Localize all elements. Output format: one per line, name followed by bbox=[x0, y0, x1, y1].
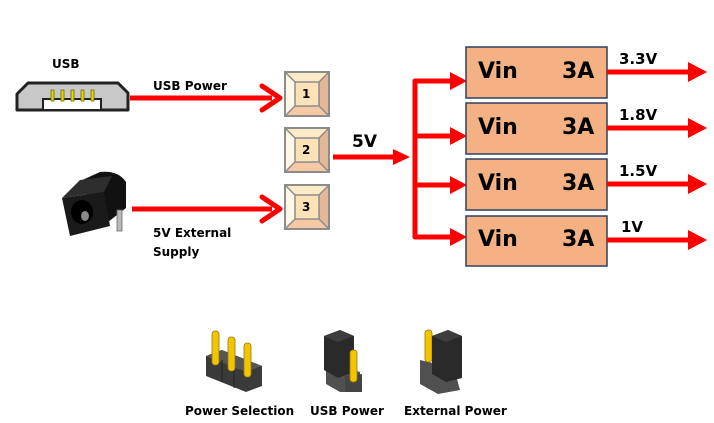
three-pin-header-icon bbox=[206, 330, 262, 392]
regulator-vin-label: Vin bbox=[478, 171, 518, 196]
external-power-arrow bbox=[132, 194, 283, 224]
bus-arrowheads bbox=[450, 72, 467, 246]
output-arrows bbox=[607, 62, 707, 250]
output-voltage-label: 1V bbox=[621, 218, 644, 236]
jumper-pins-2-3-icon bbox=[420, 329, 462, 394]
legend-usb-power-label: USB Power bbox=[310, 404, 384, 418]
usb-power-arrow bbox=[130, 83, 283, 113]
external-supply-label-line2: Supply bbox=[153, 245, 200, 259]
regulator-box bbox=[465, 215, 608, 267]
usb-title: USB bbox=[52, 57, 80, 71]
dc-barrel-jack-icon bbox=[62, 171, 126, 236]
regulators bbox=[465, 46, 608, 267]
legend-power-selection-label: Power Selection bbox=[185, 404, 295, 418]
regulator-current-label: 3A bbox=[562, 171, 595, 196]
regulator-box bbox=[465, 158, 608, 211]
regulator-box bbox=[465, 46, 608, 99]
jumper-pin-2-label: 2 bbox=[302, 143, 311, 157]
regulator-vin-label: Vin bbox=[478, 59, 518, 84]
output-voltage-label: 1.5V bbox=[619, 162, 658, 180]
bus-voltage-label: 5V bbox=[352, 132, 377, 152]
regulator-box bbox=[465, 102, 608, 155]
regulator-current-label: 3A bbox=[562, 59, 595, 84]
external-supply-label-line1: 5V External bbox=[153, 226, 232, 240]
regulator-vin-label: Vin bbox=[478, 227, 518, 252]
legend-external-power-label: External Power bbox=[404, 404, 507, 418]
regulator-current-label: 3A bbox=[562, 115, 595, 140]
5v-output-arrow bbox=[333, 149, 410, 165]
distribution-bus bbox=[412, 78, 453, 240]
jumper-pins-1-2-icon bbox=[324, 330, 362, 392]
jumper-pin-1-label: 1 bbox=[302, 87, 311, 101]
output-voltage-label: 3.3V bbox=[619, 50, 658, 68]
regulator-current-label: 3A bbox=[562, 227, 595, 252]
usb-power-label: USB Power bbox=[153, 79, 227, 93]
usb-connector-icon bbox=[15, 81, 130, 112]
regulator-vin-label: Vin bbox=[478, 115, 518, 140]
output-voltage-label: 1.8V bbox=[619, 106, 658, 124]
jumper-pin-3-label: 3 bbox=[302, 200, 311, 214]
